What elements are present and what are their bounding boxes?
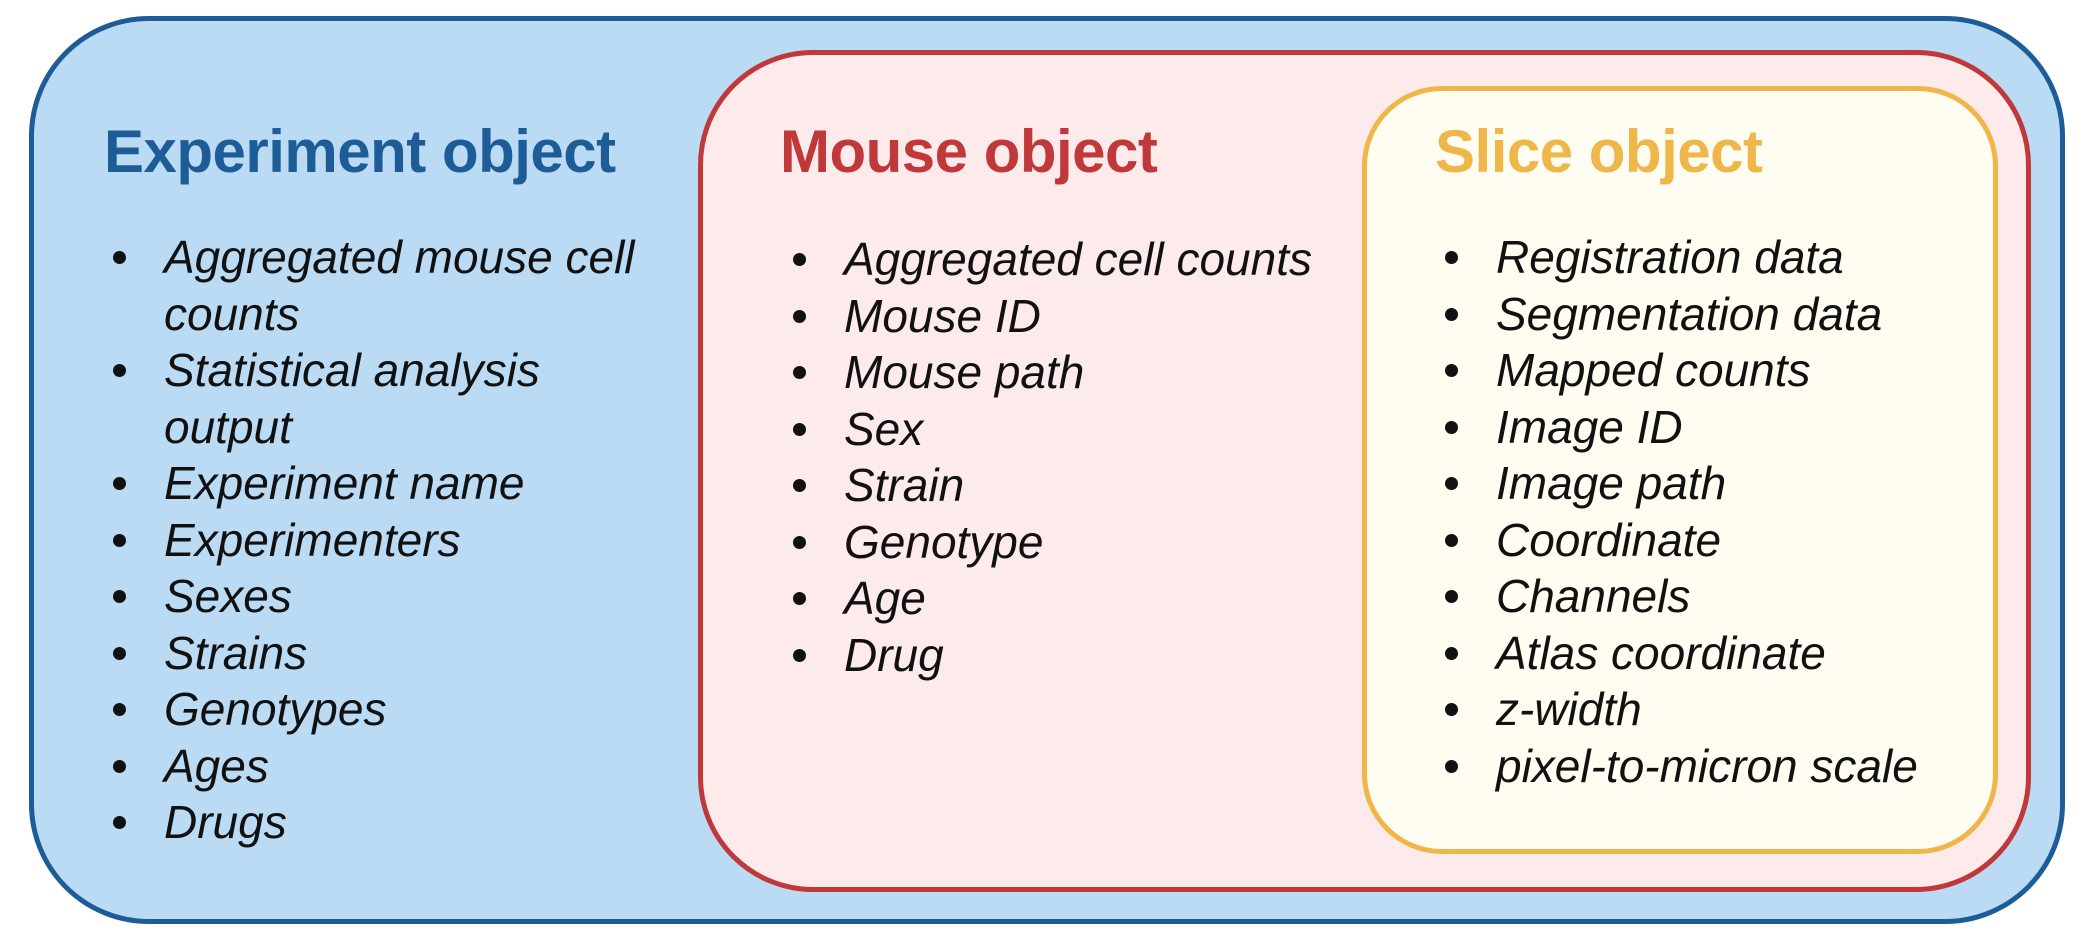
list-item: z-width <box>1438 681 1998 738</box>
list-item: Mouse ID <box>786 288 1346 345</box>
list-item: Experimenters <box>106 512 666 569</box>
experiment-object-list: Aggregated mouse cell counts Statistical… <box>106 229 666 851</box>
list-item: Coordinate <box>1438 512 1998 569</box>
experiment-object-title: Experiment object <box>104 118 616 185</box>
list-item: Drugs <box>106 794 666 851</box>
list-item: Mapped counts <box>1438 342 1998 399</box>
list-item: Registration data <box>1438 229 1998 286</box>
list-item: Image ID <box>1438 399 1998 456</box>
list-item: Sexes <box>106 568 666 625</box>
list-item: Aggregated mouse cell counts <box>106 229 666 342</box>
list-item: Statistical analysis output <box>106 342 666 455</box>
list-item: pixel-to-micron scale <box>1438 738 1998 795</box>
slice-object-title: Slice object <box>1435 118 1763 185</box>
slice-object-box <box>1362 86 1998 854</box>
list-item: Age <box>786 570 1346 627</box>
list-item: Channels <box>1438 568 1998 625</box>
list-item: Genotypes <box>106 681 666 738</box>
mouse-object-list: Aggregated cell counts Mouse ID Mouse pa… <box>786 231 1346 683</box>
list-item: Segmentation data <box>1438 286 1998 343</box>
list-item: Image path <box>1438 455 1998 512</box>
list-item: Experiment name <box>106 455 666 512</box>
list-item: Atlas coordinate <box>1438 625 1998 682</box>
list-item: Strains <box>106 625 666 682</box>
list-item: Drug <box>786 627 1346 684</box>
slice-object-list: Registration data Segmentation data Mapp… <box>1438 229 1998 794</box>
list-item: Sex <box>786 401 1346 458</box>
mouse-object-title: Mouse object <box>780 118 1158 185</box>
list-item: Mouse path <box>786 344 1346 401</box>
list-item: Genotype <box>786 514 1346 571</box>
list-item: Ages <box>106 738 666 795</box>
list-item: Aggregated cell counts <box>786 231 1346 288</box>
list-item: Strain <box>786 457 1346 514</box>
